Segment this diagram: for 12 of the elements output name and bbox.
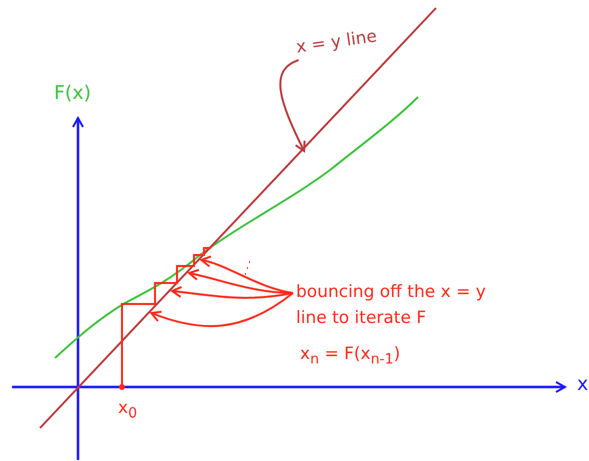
- diagonal-line: [39, 7, 437, 429]
- arrow: [171, 286, 294, 299]
- annotation-text: bouncing off the x = y line to iterate F: [296, 280, 506, 331]
- leader-line: [279, 59, 306, 152]
- axis-label: x: [577, 373, 588, 395]
- arrow: [188, 269, 294, 294]
- formula-text: x$_{n}$ = F(x$_{n-1}$): [300, 344, 400, 368]
- line-label: x = y line: [294, 24, 379, 62]
- arrow: [150, 292, 294, 328]
- arrow: [200, 256, 294, 294]
- axis-label: F(x): [54, 82, 91, 104]
- tick-label: x$_{0}$: [118, 398, 138, 422]
